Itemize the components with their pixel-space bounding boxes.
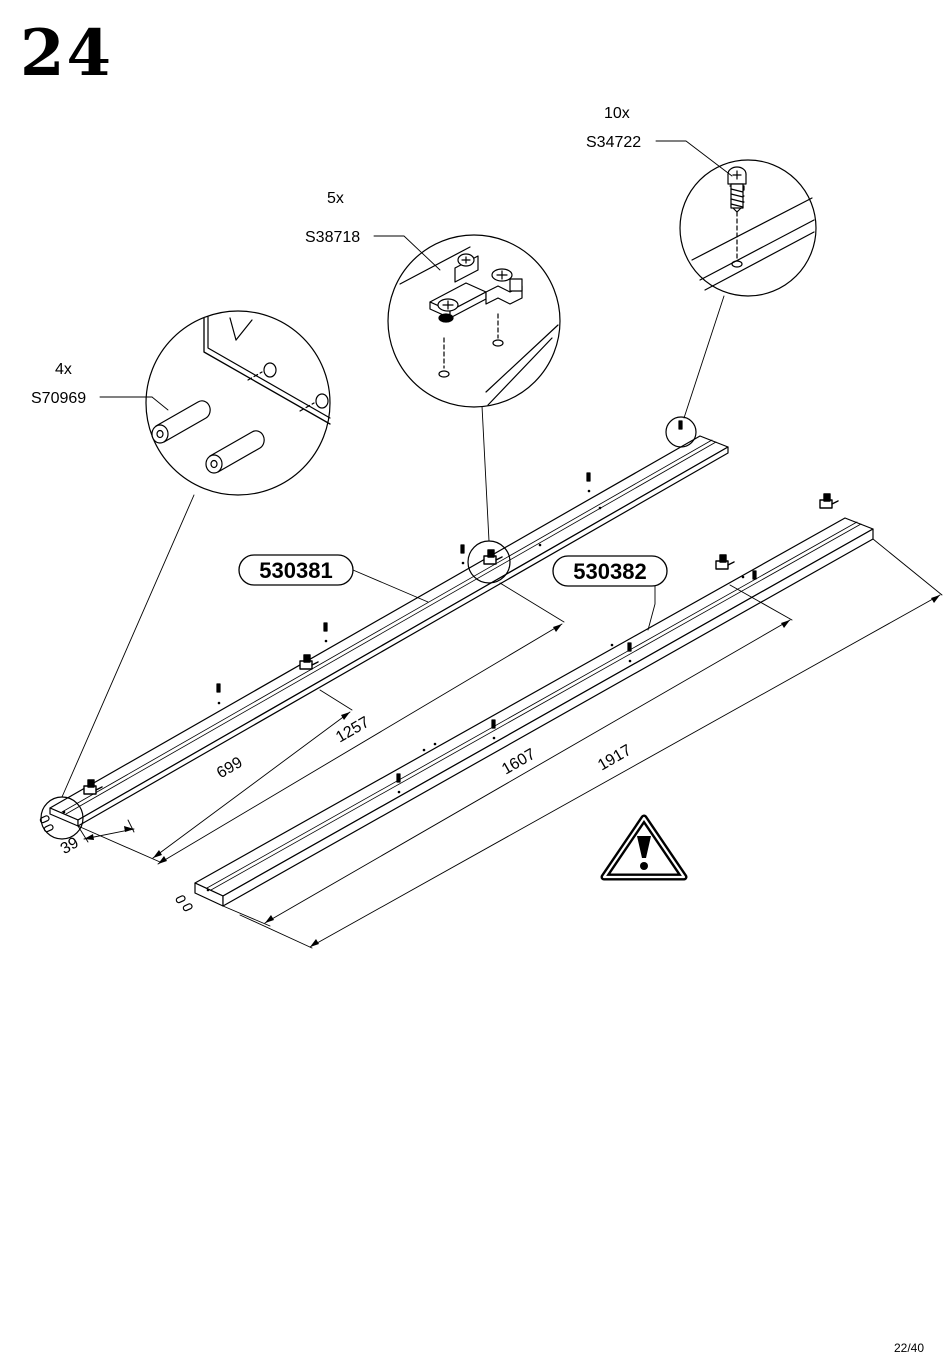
dimension-39: 39 <box>58 834 82 858</box>
page-indicator: 22/40 <box>893 1341 924 1355</box>
dowel-pin-icon <box>151 400 211 444</box>
part-number-530381: 530381 <box>259 558 332 583</box>
euro-screw-icon <box>727 166 747 213</box>
leader-S38718 <box>373 235 441 271</box>
zoom-circle-hinge <box>387 234 561 408</box>
code-S38718: S38718 <box>305 229 360 246</box>
dimension-arrowheads <box>84 595 940 947</box>
euro-screw-on-rail <box>216 420 757 783</box>
step-number: 24 <box>20 16 114 91</box>
leader-S34722 <box>655 140 733 177</box>
highlight-circle-screw <box>665 416 697 448</box>
rail-530381 <box>49 435 729 827</box>
warning-icon <box>600 814 688 881</box>
leader-hinge <box>481 405 490 542</box>
part-pill-530382 <box>552 555 668 587</box>
code-S34722: S34722 <box>586 134 641 151</box>
zoom-circle-screw <box>679 159 817 297</box>
hole-dots <box>62 489 745 892</box>
dimension-699: 699 <box>214 754 246 782</box>
leader-S70969-b <box>151 396 169 411</box>
rail-530382 <box>194 517 874 907</box>
dowel-pin-icon <box>205 430 265 474</box>
dimension-1607: 1607 <box>499 746 538 779</box>
qty-S38718: 5x <box>327 190 344 207</box>
leader-530381 <box>352 569 429 603</box>
loose-dowels <box>39 815 193 912</box>
leader-screw <box>683 295 725 419</box>
hinge-plate-icon <box>429 253 523 323</box>
hinge-plate-on-rail <box>83 493 839 795</box>
part-number-530382: 530382 <box>573 559 646 584</box>
code-S70969: S70969 <box>31 390 86 407</box>
dimension-1257: 1257 <box>333 714 372 747</box>
qty-S70969: 4x <box>55 361 72 378</box>
leader-530382 <box>647 585 656 631</box>
leader-dowel <box>61 494 195 798</box>
zoom-circle-dowel <box>145 310 331 496</box>
dimension-lines <box>77 538 943 949</box>
qty-S34722: 10x <box>604 105 630 122</box>
